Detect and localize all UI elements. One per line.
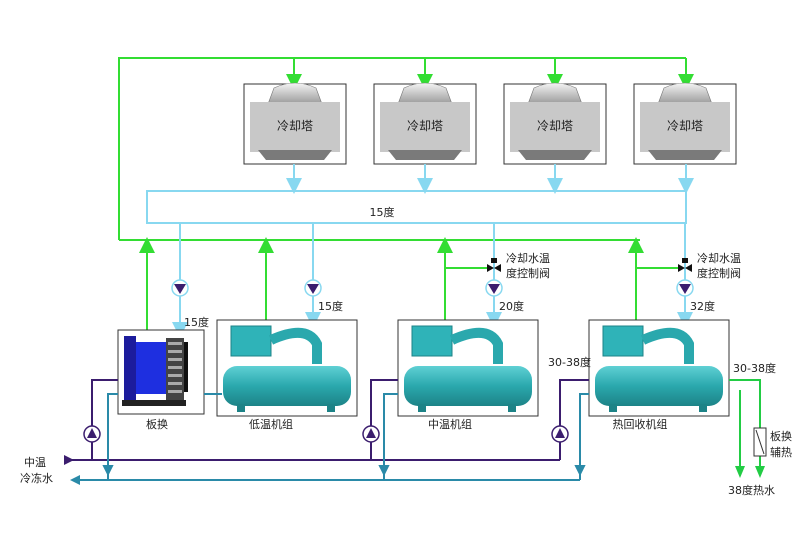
chiller-mid-temp[interactable] xyxy=(397,319,539,417)
hot-water-arrow-icon xyxy=(755,466,765,478)
temp-label-right: 30-38度 xyxy=(733,361,776,375)
tower-label: 冷却塔 xyxy=(407,119,443,133)
condenser-pumps xyxy=(171,279,694,297)
chilled-water-label-line2: 冷冻水 xyxy=(20,471,53,485)
pump-icon[interactable] xyxy=(171,279,189,297)
valve-label-line2: 度控制阀 xyxy=(506,266,550,280)
inlet-temp-label: 15度 xyxy=(184,315,209,329)
pump-icon[interactable] xyxy=(676,279,694,297)
chiller-heat-recovery[interactable] xyxy=(588,319,730,417)
pump-icon[interactable] xyxy=(304,279,322,297)
temp-control-valve-icon[interactable] xyxy=(678,258,692,272)
unit-label: 热回收机组 xyxy=(613,417,668,431)
condenser-header xyxy=(146,164,694,338)
unit-label: 低温机组 xyxy=(249,417,293,431)
chilled-return-line xyxy=(80,393,589,481)
tower-label: 冷却塔 xyxy=(537,119,573,133)
cooling-supply-main xyxy=(118,57,694,330)
supply-arrow-icon xyxy=(64,455,74,465)
tower-label: 冷却塔 xyxy=(277,119,313,133)
inlet-temp-label: 32度 xyxy=(690,299,715,313)
fan-icon xyxy=(267,82,323,105)
hot-water-label: 38度热水 xyxy=(728,483,775,497)
chiller-low-temp[interactable] xyxy=(216,319,358,417)
plate-heat-exchanger[interactable] xyxy=(117,329,205,415)
pump-icon[interactable] xyxy=(362,425,380,443)
valve-label-line1: 冷却水温 xyxy=(697,252,741,265)
return-arrow-icon xyxy=(70,475,80,485)
fan-icon xyxy=(527,82,583,105)
unit-label: 中温机组 xyxy=(428,417,472,431)
aux-heat-label-line1: 板换 xyxy=(770,429,792,443)
pump-icon[interactable] xyxy=(83,425,101,443)
pump-icon[interactable] xyxy=(551,425,569,443)
inlet-temp-label: 15度 xyxy=(318,299,343,313)
temp-control-valve-icon[interactable] xyxy=(487,258,501,272)
pump-icon[interactable] xyxy=(485,279,503,297)
chilled-water-label-line1: 中温 xyxy=(24,456,46,469)
cooling-tower[interactable]: 冷却塔 xyxy=(633,82,737,165)
aux-heat-label-line2: 辅热 xyxy=(770,445,792,459)
cooling-tower[interactable]: 冷却塔 xyxy=(373,82,477,165)
cooling-towers: 冷却塔 冷却塔 冷却塔 冷却塔 xyxy=(243,82,737,165)
unit-label: 板换 xyxy=(146,417,168,431)
tower-label: 冷却塔 xyxy=(667,119,703,133)
cooling-tower[interactable]: 冷却塔 xyxy=(243,82,347,165)
temp-label-left: 30-38度 xyxy=(548,355,591,369)
fan-icon xyxy=(397,82,453,105)
fan-icon xyxy=(657,82,713,105)
inlet-temp-label: 20度 xyxy=(499,299,524,313)
valve-label-line2: 度控制阀 xyxy=(697,266,741,280)
aux-heat-exchanger-icon[interactable] xyxy=(753,427,767,457)
valve-label-line1: 冷却水温 xyxy=(506,252,550,265)
cooling-tower[interactable]: 冷却塔 xyxy=(503,82,607,165)
header-temp-label: 15度 xyxy=(370,205,395,219)
hot-water-arrow-icon xyxy=(735,466,745,478)
